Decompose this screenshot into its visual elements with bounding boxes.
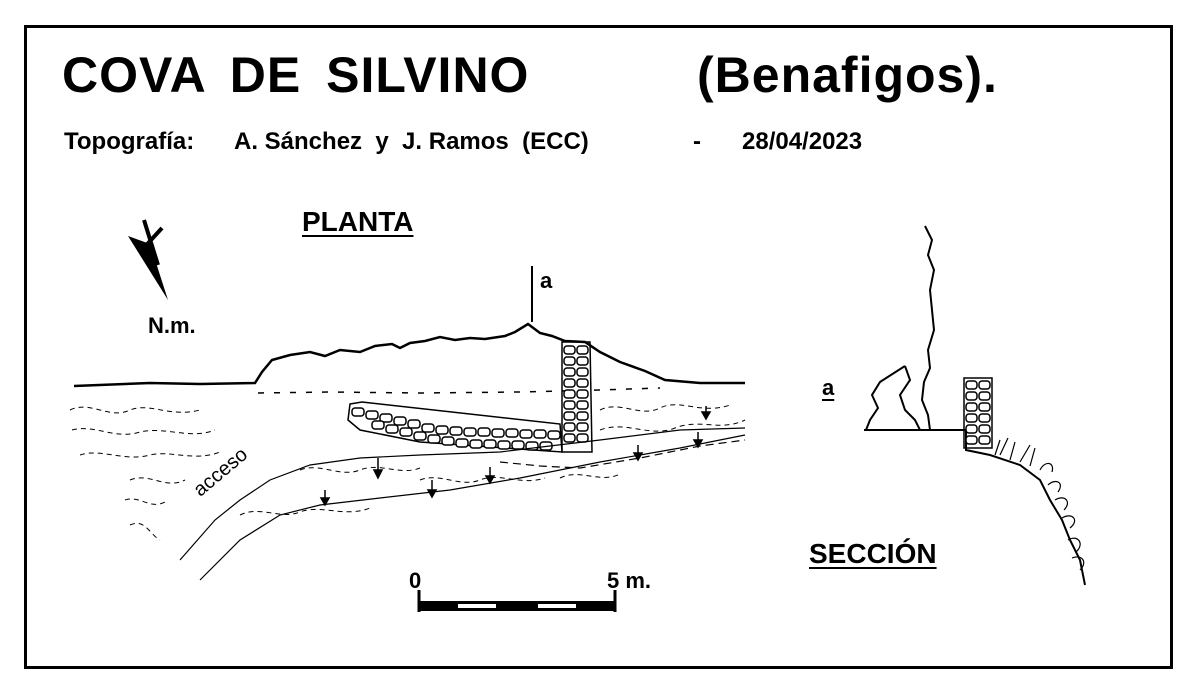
- north-label: N.m.: [148, 313, 196, 338]
- credits-label: Topografía:: [64, 128, 195, 155]
- scale-bar: [417, 590, 617, 612]
- scale-end-label: 5 m.: [607, 568, 652, 593]
- scale-start-label: 0: [409, 568, 422, 593]
- plan-stone-wall: [347, 341, 593, 453]
- plan-cave-outline: [73, 322, 745, 388]
- credits-authors: A. Sánchez y J. Ramos (ECC): [234, 128, 589, 155]
- section-title: SECCIÓN: [809, 538, 937, 569]
- survey-date: 28/04/2023: [742, 128, 863, 155]
- section-stone-wall: [963, 377, 993, 449]
- section-marker: a: [822, 375, 835, 400]
- plan-slope-arrows: [319, 406, 712, 507]
- north-arrow-icon: [128, 219, 168, 300]
- plan-dripline: [257, 387, 661, 394]
- plan-section-marker: a: [540, 268, 553, 293]
- plan-title: PLANTA: [302, 206, 414, 237]
- plan-slope-lines: [179, 427, 746, 581]
- cave-name-title: COVA DE SILVINO: [62, 47, 530, 103]
- plan-scree-texture: [69, 404, 746, 541]
- credits-separator: -: [693, 128, 701, 155]
- section-vegetation: [994, 437, 1085, 571]
- cave-location-title: (Benafigos).: [697, 47, 998, 103]
- map-border: [24, 25, 1173, 669]
